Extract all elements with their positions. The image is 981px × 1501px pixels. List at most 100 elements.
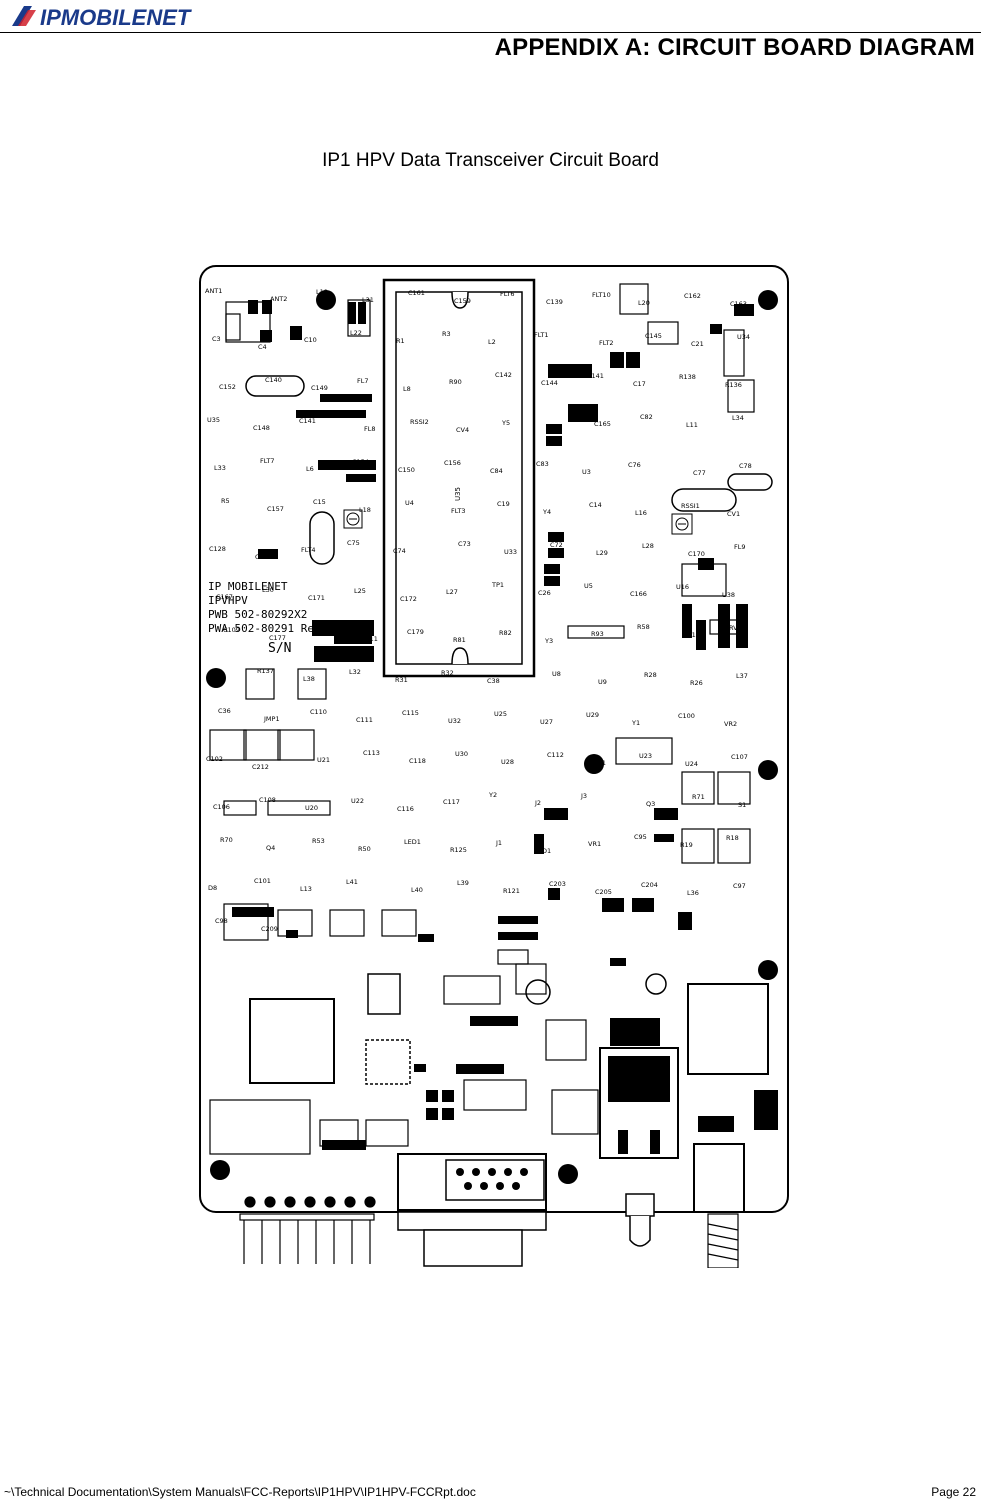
component-ref-label: R81 bbox=[453, 636, 466, 644]
component-ref-label: C163 bbox=[730, 300, 747, 308]
smd-pads bbox=[232, 300, 778, 1150]
component-ref-label: CV1 bbox=[727, 510, 740, 518]
component-ref-label: U4 bbox=[405, 499, 414, 507]
component-ref-label: C72 bbox=[550, 541, 563, 549]
crystal-c19 bbox=[727, 473, 773, 491]
component-ref-label: L2 bbox=[488, 338, 496, 346]
component-ref-label: Y3 bbox=[544, 637, 553, 645]
component-ref-label: U38 bbox=[722, 591, 735, 599]
component-ref-label: C170 bbox=[688, 550, 705, 558]
component-ref-label: FLT4 bbox=[301, 546, 316, 554]
component-ref-label: L29 bbox=[596, 549, 608, 557]
crystal-y4 bbox=[671, 488, 737, 512]
component-ref-label: C84 bbox=[490, 467, 503, 475]
component-ref-label: C176 bbox=[315, 627, 332, 635]
component-ref-label: C149 bbox=[311, 384, 328, 392]
component-ref-label: L8 bbox=[403, 385, 411, 393]
component-ref-label: J2 bbox=[534, 799, 541, 807]
component-ref-label: VR2 bbox=[724, 720, 737, 728]
silkscreen-line: IPVHPV bbox=[208, 594, 248, 607]
component-ref-label: S1 bbox=[738, 801, 746, 809]
component-ref-label: C111 bbox=[356, 716, 373, 724]
component-ref-label: C100 bbox=[678, 712, 695, 720]
component-ref-label: L16 bbox=[635, 509, 647, 517]
component-ref-label: C113 bbox=[363, 749, 380, 757]
led-ld1 bbox=[625, 1193, 655, 1247]
crystal-fl bbox=[245, 375, 305, 397]
component-ref-label: ANT1 bbox=[205, 287, 222, 295]
component-ref-label: U29 bbox=[586, 711, 599, 719]
trimmer-vr bbox=[645, 973, 667, 995]
component-ref-label: C150 bbox=[398, 466, 415, 474]
component-ref-label: C15 bbox=[313, 498, 326, 506]
mounting-hole bbox=[758, 960, 778, 980]
component-ref-label: C36 bbox=[218, 707, 231, 715]
component-ref-label: C112 bbox=[547, 751, 564, 759]
component-ref-label: D1 bbox=[542, 847, 551, 855]
component-ref-label: C116 bbox=[397, 805, 414, 813]
mounting-hole bbox=[558, 1164, 578, 1184]
component-ref-label: L13 bbox=[300, 885, 312, 893]
component-ref-label: C177 bbox=[269, 634, 286, 642]
logo-text: IPMOBILENET bbox=[40, 5, 192, 30]
company-logo: IPMOBILENET bbox=[12, 5, 192, 30]
component-outlines bbox=[209, 283, 755, 1155]
component-ref-label: C171 bbox=[308, 594, 325, 602]
component-ref-label: U24 bbox=[685, 760, 698, 768]
component-ref-label: R125 bbox=[450, 846, 467, 854]
component-ref-label: C82 bbox=[640, 413, 653, 421]
component-ref-label: R71 bbox=[692, 793, 705, 801]
component-ref-label: C142 bbox=[495, 371, 512, 379]
component-ref-label: R82 bbox=[499, 629, 512, 637]
component-ref-label: R50 bbox=[358, 845, 371, 853]
component-ref-label: FLT3 bbox=[451, 507, 466, 515]
mounting-hole bbox=[758, 290, 778, 310]
component-ref-label: C165 bbox=[594, 420, 611, 428]
component-ref-label: L31 bbox=[362, 296, 374, 304]
component-ref-label: R28 bbox=[644, 671, 657, 679]
component-ref-label: U8 bbox=[552, 670, 561, 678]
connector-j1 bbox=[693, 1143, 745, 1268]
component-ref-label: C14 bbox=[589, 501, 602, 509]
component-ref-label: R53 bbox=[312, 837, 325, 845]
component-label-layer: ANT1ANT2L19L31C161C159FLT6C139FLT10L20C1… bbox=[205, 287, 752, 933]
component-ref-label: FL9 bbox=[734, 543, 746, 551]
component-ref-label: C209 bbox=[261, 925, 278, 933]
component-ref-label: Q3 bbox=[646, 800, 655, 808]
component-ref-label: FL7 bbox=[357, 377, 369, 385]
component-ref-label: R70 bbox=[220, 836, 233, 844]
connector-j3 bbox=[397, 1153, 547, 1267]
component-ref-label: R138 bbox=[679, 373, 696, 381]
component-ref-label: C38 bbox=[487, 677, 500, 685]
component-ref-label: R90 bbox=[449, 378, 462, 386]
component-ref-label: C157 bbox=[267, 505, 284, 513]
component-ref-label: C148 bbox=[253, 424, 270, 432]
component-ref-label: FLT10 bbox=[592, 291, 611, 299]
component-ref-label: C204 bbox=[641, 881, 658, 889]
appendix-title: APPENDIX A: CIRCUIT BOARD DIAGRAM bbox=[494, 34, 975, 61]
component-ref-label: C17 bbox=[633, 380, 646, 388]
trimmer-cv1 bbox=[671, 513, 693, 535]
component-ref-label: C139 bbox=[546, 298, 563, 306]
component-ref-label: LED1 bbox=[404, 838, 421, 846]
component-ref-label: U34 bbox=[737, 333, 750, 341]
component-ref-label: C172 bbox=[400, 595, 417, 603]
component-ref-label: C77 bbox=[693, 469, 706, 477]
component-ref-label: U33 bbox=[504, 548, 517, 556]
component-ref-label: L30 bbox=[262, 586, 274, 594]
component-ref-label: C76 bbox=[628, 461, 641, 469]
header-rule bbox=[0, 32, 981, 33]
component-ref-label: RSSI1 bbox=[681, 502, 700, 510]
board-caption: IP1 HPV Data Transceiver Circuit Board bbox=[322, 150, 659, 171]
component-ref-label: C74 bbox=[393, 547, 406, 555]
component-ref-label: L33 bbox=[214, 464, 226, 472]
component-ref-label: C203 bbox=[549, 880, 566, 888]
component-ref-label: C162 bbox=[684, 292, 701, 300]
component-ref-label: U5 bbox=[584, 582, 593, 590]
component-ref-label: C87 bbox=[548, 427, 561, 435]
component-ref-label: FLT7 bbox=[260, 457, 275, 465]
component-ref-label: ANT2 bbox=[270, 295, 287, 303]
component-ref-label: U30 bbox=[455, 750, 468, 758]
component-ref-label: U9 bbox=[598, 678, 607, 686]
component-ref-label: U21 bbox=[317, 756, 330, 764]
